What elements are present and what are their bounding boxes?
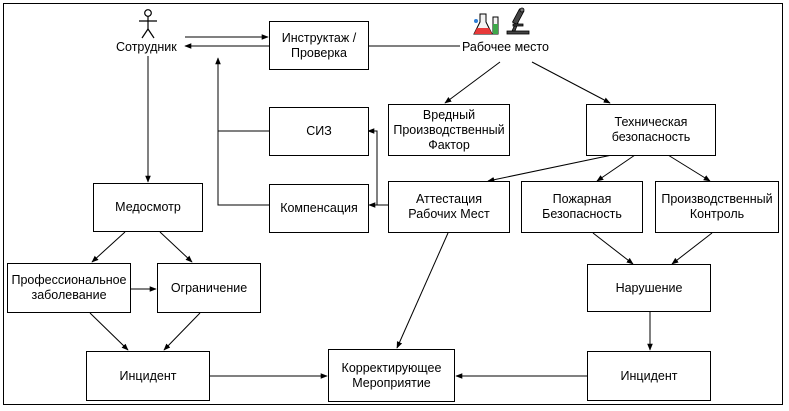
node-workplace: Рабочее место	[462, 40, 549, 54]
arrow-ppe-compensation-to-employee	[217, 130, 270, 206]
node-employee: Сотрудник	[116, 40, 177, 54]
lab-flask-icon	[473, 13, 499, 35]
node-tech-safety: Техническая безопасность	[586, 104, 716, 156]
node-medical: Медосмотр	[93, 183, 203, 232]
microscope-icon	[506, 7, 530, 35]
arrow-production-to-violation	[671, 232, 713, 265]
arrow-disease-to-incident	[89, 312, 129, 351]
arrow-medical-to-disease	[91, 231, 126, 263]
node-occupational-disease: Профессиональное заболевание	[7, 263, 131, 313]
diagram-frame	[3, 3, 783, 405]
node-incident-left: Инцидент	[86, 351, 210, 401]
node-violation: Нарушение	[587, 264, 711, 312]
arrow-workplace-to-harmful-factor	[444, 61, 501, 104]
arrow-workplace-to-tech-safety	[531, 61, 611, 104]
node-fire-safety: Пожарная Безопасность	[521, 181, 643, 233]
node-production-control: Производственный Контроль	[655, 181, 779, 233]
node-incident-right: Инцидент	[587, 351, 711, 401]
person-icon	[139, 9, 157, 39]
arrow-fire-to-violation	[592, 232, 634, 265]
arrow-tech-safety-to-attestation	[487, 154, 613, 183]
arrow-restriction-to-incident	[163, 312, 201, 351]
node-corrective: Корректирующее Мероприятие	[328, 349, 455, 402]
node-compensation: Компенсация	[269, 184, 369, 233]
arrow-harmful-to-ppe	[367, 128, 388, 206]
arrow-tech-to-production-control	[667, 154, 711, 182]
arrow-medical-to-restriction	[159, 231, 193, 263]
node-ppe: СИЗ	[269, 107, 369, 156]
node-briefing: Инструктаж / Проверка	[269, 21, 369, 70]
node-attestation: Аттестация Рабочих Мест	[388, 181, 510, 233]
arrow-attestation-to-corrective	[396, 232, 449, 349]
node-restriction: Ограничение	[157, 263, 261, 313]
arrow-tech-to-fire	[596, 154, 636, 182]
node-harmful-factor: Вредный Производственный Фактор	[388, 104, 510, 156]
